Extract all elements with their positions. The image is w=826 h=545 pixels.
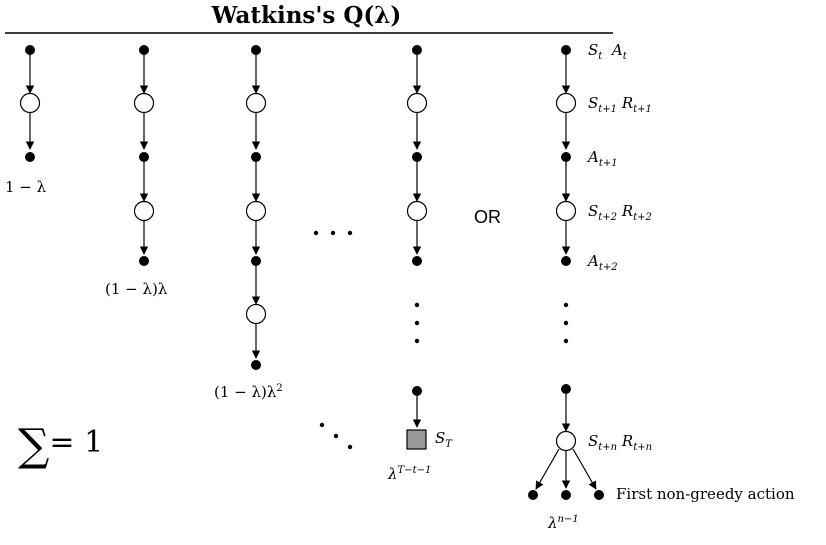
label-sub: t+1 <box>598 158 618 169</box>
sigma-symbol: ∑ <box>18 420 50 471</box>
state-node <box>133 200 155 222</box>
action-node <box>412 386 422 396</box>
action-node <box>528 490 538 500</box>
state-node <box>555 430 577 452</box>
state-node <box>406 92 428 114</box>
label-at1: At+1 <box>588 150 618 169</box>
backup-column-2 <box>133 45 155 266</box>
terminal-var: S <box>435 429 446 447</box>
weight-label-3-exp: 2 <box>276 383 283 394</box>
label-sub: t+1 <box>633 104 652 115</box>
weight-label-1: 1 − λ <box>5 180 46 195</box>
action-node <box>561 384 571 394</box>
action-node <box>139 152 149 162</box>
label-sub: t <box>598 51 603 62</box>
diagram-title: Watkins's Q(λ) <box>211 2 402 29</box>
first-non-greedy-label: First non-greedy action <box>616 485 795 503</box>
action-node <box>594 490 604 500</box>
action-node <box>561 45 571 55</box>
label-sub: t+n <box>598 442 618 453</box>
label-var: A <box>588 252 599 270</box>
label-var: S <box>588 202 599 220</box>
label-var: S <box>588 41 599 59</box>
label-sub: t+2 <box>598 262 618 273</box>
backup-column-4 <box>406 45 428 450</box>
label-st2-rt2: St+2 Rt+2 <box>588 204 652 223</box>
action-node <box>251 256 261 266</box>
state-node <box>555 92 577 114</box>
weight-label-2: (1 − λ)λ <box>105 282 167 297</box>
weight-label-4-exp: T−t−1 <box>397 465 432 476</box>
action-node <box>25 152 35 162</box>
weight-label-5-base: λ <box>548 514 558 532</box>
weight-label-3-base: (1 − λ)λ <box>214 383 277 401</box>
weight-label-5: λn−1 <box>548 515 579 531</box>
label-stn-rtn: St+n Rt+n <box>588 434 652 453</box>
label-var: R <box>621 202 634 220</box>
terminal-state-label: ST <box>435 431 452 450</box>
terminal-sub: T <box>445 439 452 450</box>
state-node <box>245 92 267 114</box>
state-node <box>19 92 41 114</box>
action-node <box>139 256 149 266</box>
label-sub: t+2 <box>598 212 618 223</box>
or-label: OR <box>474 207 501 227</box>
label-var: S <box>588 94 599 112</box>
weight-label-2-text: (1 − λ)λ <box>105 280 168 298</box>
label-var: A <box>588 148 599 166</box>
label-st1-rt1: St+1 Rt+1 <box>588 96 652 115</box>
weight-label-4-base: λ <box>388 465 398 483</box>
label-sub: t <box>622 51 627 62</box>
label-sub: t+n <box>633 442 653 453</box>
action-node <box>251 360 261 370</box>
action-node <box>561 152 571 162</box>
label-var: R <box>621 94 634 112</box>
label-sub: t+1 <box>598 104 618 115</box>
action-node <box>251 152 261 162</box>
label-sub: t+2 <box>633 212 652 223</box>
action-node <box>251 45 261 55</box>
action-node <box>412 256 422 266</box>
weight-label-3: (1 − λ)λ2 <box>214 384 283 400</box>
label-st-at: St At <box>588 43 627 62</box>
backup-column-5 <box>528 45 604 500</box>
state-node <box>245 200 267 222</box>
weight-label-4: λT−t−1 <box>388 466 431 482</box>
backup-column-3 <box>245 45 267 370</box>
action-node <box>139 45 149 55</box>
label-var: A <box>611 41 623 59</box>
label-at2: At+2 <box>588 254 618 273</box>
action-node <box>561 490 571 500</box>
state-node <box>245 303 267 325</box>
action-node <box>561 256 571 266</box>
action-node <box>412 45 422 55</box>
weight-label-1-text: 1 − λ <box>5 178 47 196</box>
state-node <box>133 92 155 114</box>
backup-column-1 <box>19 45 41 162</box>
sum-equals-one: = 1 <box>49 425 104 460</box>
terminal-state-node <box>406 429 427 450</box>
label-var: R <box>621 432 634 450</box>
horizontal-ellipsis <box>313 230 353 236</box>
action-node <box>412 152 422 162</box>
action-node <box>25 45 35 55</box>
diagonal-ellipsis <box>319 422 353 450</box>
state-node <box>555 200 577 222</box>
state-node <box>406 200 428 222</box>
label-var: S <box>588 432 599 450</box>
weight-label-5-exp: n−1 <box>557 514 579 525</box>
sum-equation: ∑= 1 <box>18 420 103 471</box>
